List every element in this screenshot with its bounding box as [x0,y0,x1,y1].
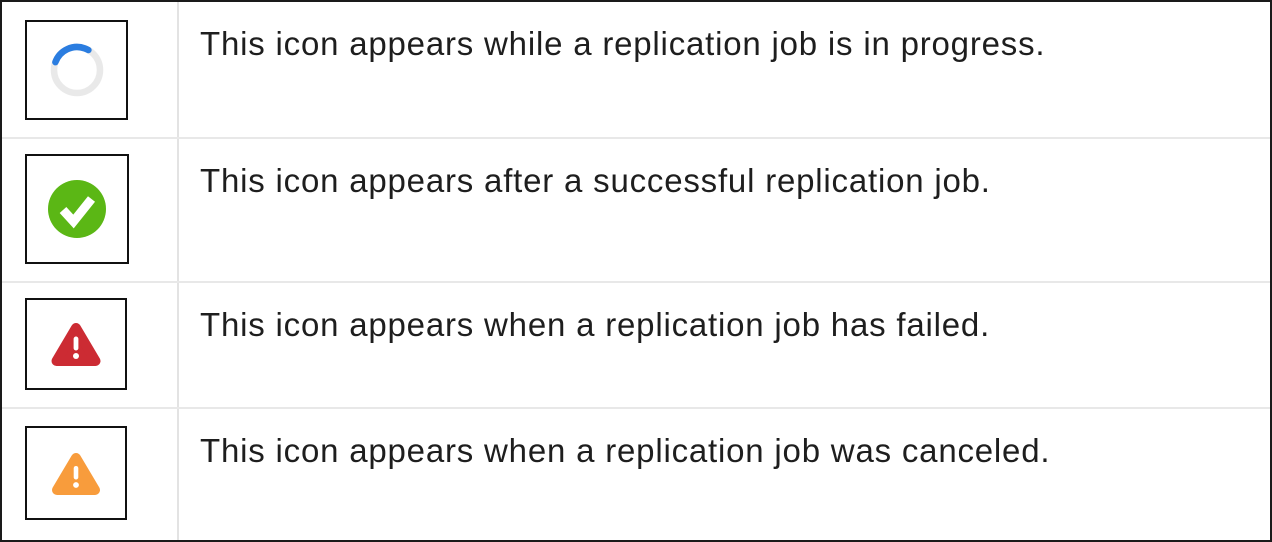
icon-cell [2,2,179,137]
icon-description: This icon appears when a replication job… [200,432,1051,469]
icon-cell [2,283,179,407]
icon-description: This icon appears when a replication job… [200,306,991,343]
table-row: This icon appears after a successful rep… [2,139,1270,283]
icon-cell [2,139,179,281]
failed-warning-icon [51,323,101,366]
table-row: This icon appears when a replication job… [2,409,1270,540]
table-row: This icon appears while a replication jo… [2,2,1270,139]
icon-description: This icon appears after a successful rep… [200,162,991,199]
icon-box [25,154,129,264]
icon-description: This icon appears while a replication jo… [200,25,1046,62]
icon-cell [2,409,179,540]
success-check-icon [48,180,106,238]
icon-box [25,426,127,520]
spinner-icon [50,43,103,97]
icon-box [25,20,128,120]
icon-box [25,298,127,390]
canceled-warning-icon [52,452,100,495]
table-row: This icon appears when a replication job… [2,283,1270,409]
